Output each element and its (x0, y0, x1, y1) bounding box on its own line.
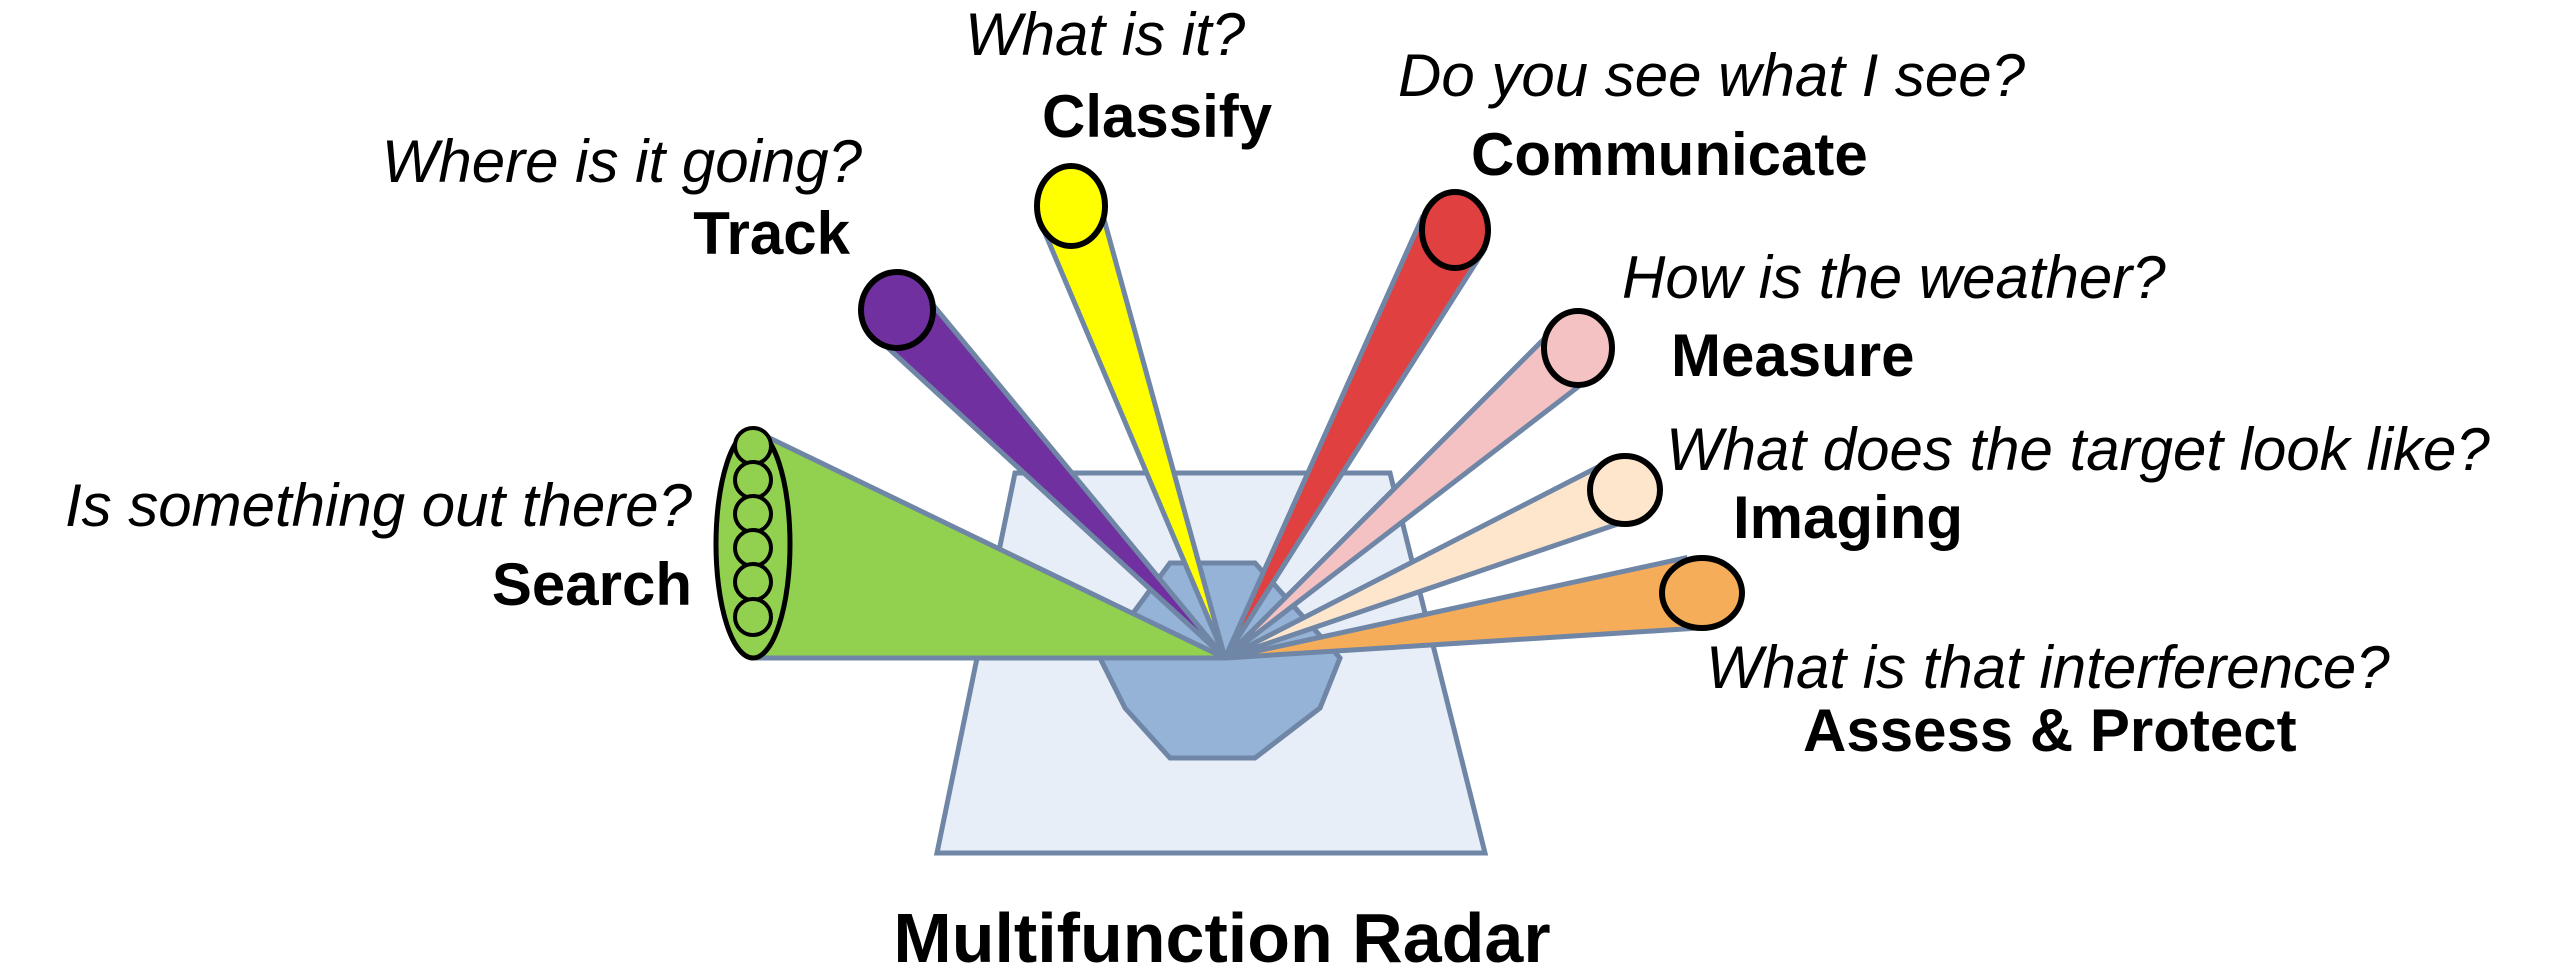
imaging-question: What does the target look like? (1666, 416, 2490, 483)
assess-protect-question: What is that interference? (1706, 634, 2390, 701)
track-beam (858, 269, 1227, 660)
imaging-label: Imaging (1733, 484, 1963, 551)
measure-beam (1223, 308, 1615, 660)
imaging-beam (1223, 453, 1663, 661)
search-question: Is something out there? (65, 472, 693, 539)
measure-label: Measure (1671, 322, 1914, 389)
measure-question: How is the weather? (1622, 244, 2166, 311)
track-label: Track (693, 200, 850, 267)
diagram-title: Multifunction Radar (893, 899, 1550, 969)
classify-beam (1034, 163, 1228, 659)
communicate-beam (1222, 189, 1491, 660)
classify-question: What is it? (965, 1, 1246, 68)
track-question: Where is it going? (382, 128, 863, 195)
classify-label: Classify (1042, 83, 1273, 150)
search-beam (713, 426, 1227, 661)
communicate-question: Do you see what I see? (1398, 42, 2026, 109)
assess-protect-label: Assess & Protect (1803, 697, 2297, 764)
assess-protect-beam (1224, 555, 1745, 661)
communicate-label: Communicate (1471, 121, 1868, 188)
search-label: Search (492, 551, 692, 618)
